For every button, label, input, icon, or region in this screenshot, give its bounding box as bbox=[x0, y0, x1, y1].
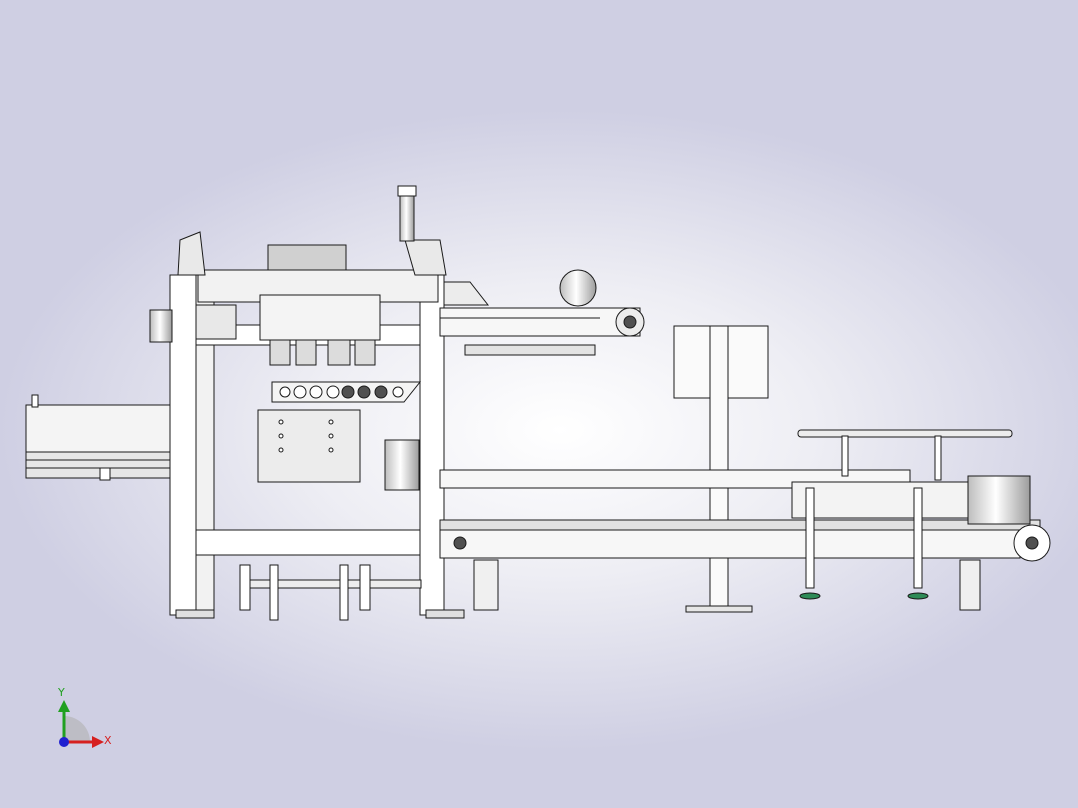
coordinate-triad: X Y bbox=[44, 680, 134, 760]
top-gantry-mechanism[interactable] bbox=[177, 185, 447, 366]
outfeed-guide-rail[interactable] bbox=[791, 429, 1031, 600]
perforated-plate[interactable] bbox=[271, 381, 422, 403]
control-cabinet[interactable] bbox=[673, 325, 769, 613]
upper-transfer-beam[interactable] bbox=[439, 269, 645, 356]
left-infeed-unit[interactable] bbox=[25, 394, 177, 481]
left-motor[interactable] bbox=[149, 304, 237, 343]
lower-frame[interactable] bbox=[239, 564, 422, 621]
y-axis-label: Y bbox=[58, 686, 65, 699]
lower-conveyor[interactable] bbox=[439, 469, 1051, 611]
x-axis-label: X bbox=[104, 734, 112, 747]
triad-axes bbox=[58, 700, 104, 748]
hopper-bucket[interactable] bbox=[257, 409, 420, 491]
